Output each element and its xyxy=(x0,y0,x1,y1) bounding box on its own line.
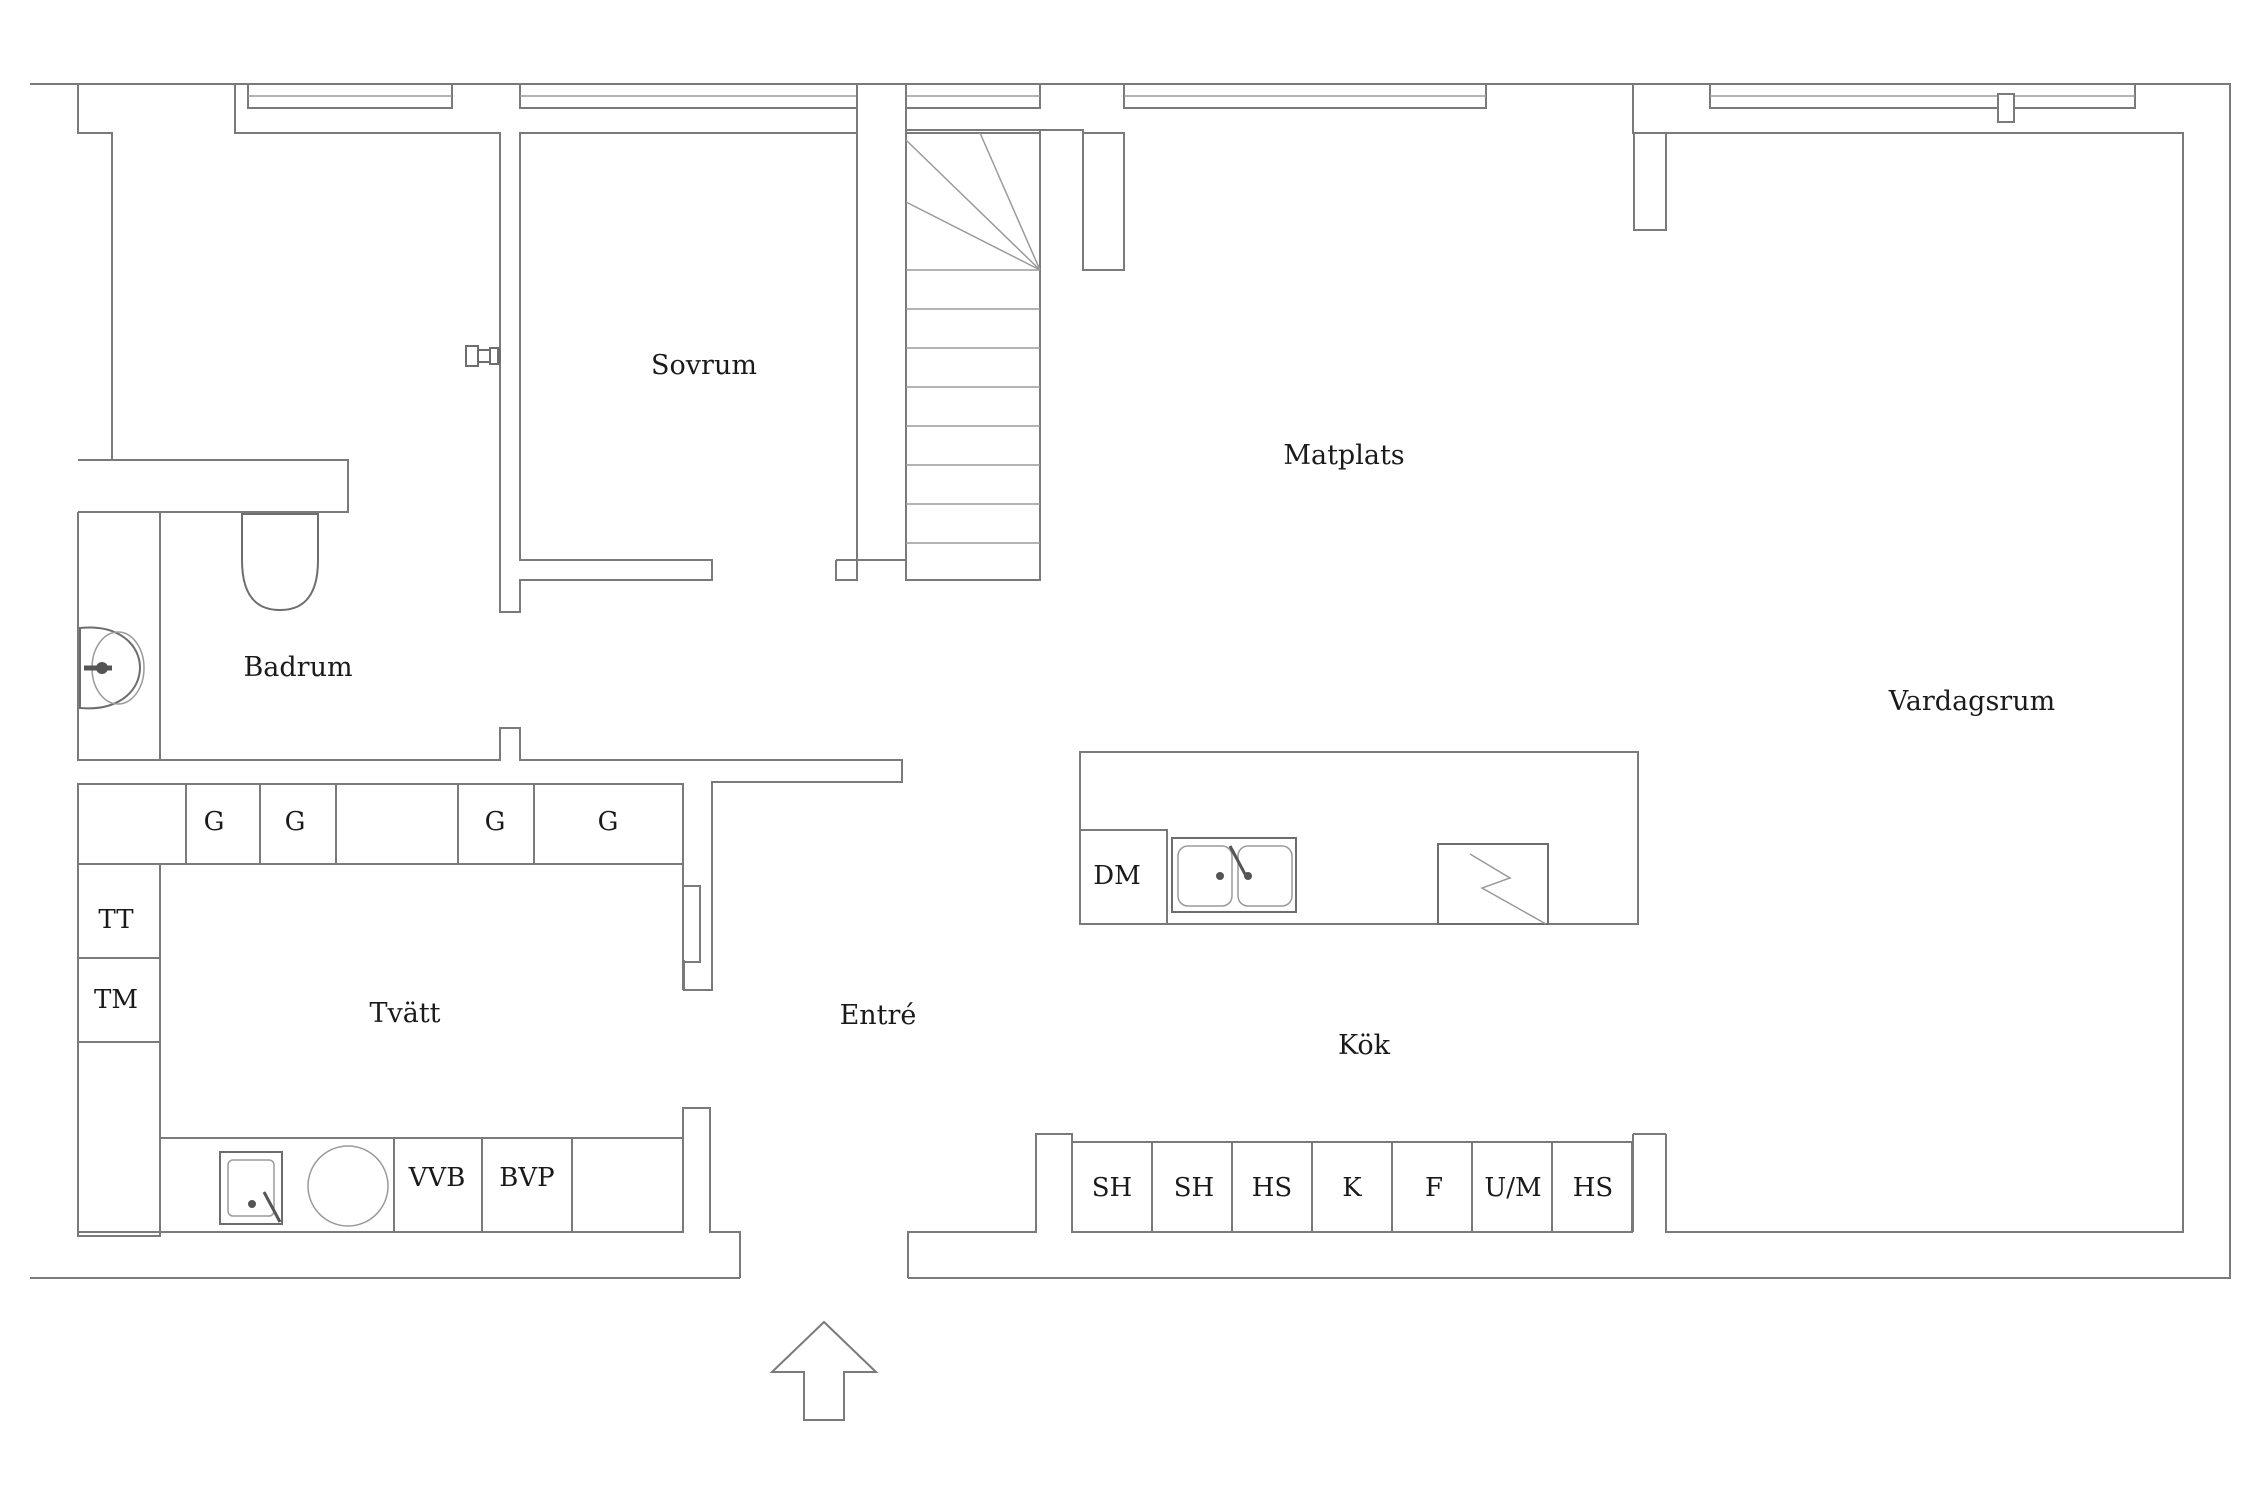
windows xyxy=(247,83,2136,123)
room-label-sovrum: Sovrum xyxy=(651,350,757,381)
room-label-matplats: Matplats xyxy=(1283,440,1404,471)
sink-icon xyxy=(219,1151,283,1225)
unit-label-tm: TM xyxy=(94,985,138,1015)
stove-icon xyxy=(1437,843,1549,925)
unit-label-tt: TT xyxy=(98,905,134,935)
entrance-arrow-icon xyxy=(769,1320,879,1421)
room-label-vardagsrum: Vardagsrum xyxy=(1888,686,2055,717)
washbasin-icon xyxy=(79,626,145,710)
double-sink-icon xyxy=(1171,837,1297,913)
cabinet-label-6: U/M xyxy=(1484,1173,1541,1203)
room-label-badrum: Badrum xyxy=(243,652,352,683)
room-label-kok: Kök xyxy=(1338,1030,1391,1061)
outer-walls xyxy=(30,83,2231,1279)
room-label-tvatt: Tvätt xyxy=(369,998,440,1029)
staircase xyxy=(905,132,1125,581)
unit-label-dm: DM xyxy=(1093,861,1140,891)
unit-label-g-3: G xyxy=(485,807,506,837)
toilet-icon xyxy=(241,513,319,612)
unit-label-vvb: VVB xyxy=(408,1163,466,1193)
kitchen-cabinets xyxy=(1036,1133,1633,1233)
unit-label-g-2: G xyxy=(285,807,306,837)
cabinet-label-3: HS xyxy=(1252,1173,1293,1203)
door-handle-icon xyxy=(465,345,501,367)
unit-label-bvp: BVP xyxy=(499,1163,554,1193)
kitchen-island xyxy=(1079,751,1639,925)
unit-label-g-1: G xyxy=(204,807,225,837)
bathroom-fixtures xyxy=(79,345,501,710)
room-label-entre: Entré xyxy=(840,1000,917,1031)
unit-label-g-4: G xyxy=(598,807,619,837)
drain-icon xyxy=(307,1145,389,1227)
laundry-units xyxy=(77,783,701,1237)
cabinet-label-2: SH xyxy=(1174,1173,1215,1203)
cabinet-label-1: SH xyxy=(1092,1173,1133,1203)
cabinet-label-4: K xyxy=(1342,1173,1362,1203)
cabinet-label-5: F xyxy=(1425,1173,1443,1203)
cabinet-label-7: HS xyxy=(1573,1173,1614,1203)
